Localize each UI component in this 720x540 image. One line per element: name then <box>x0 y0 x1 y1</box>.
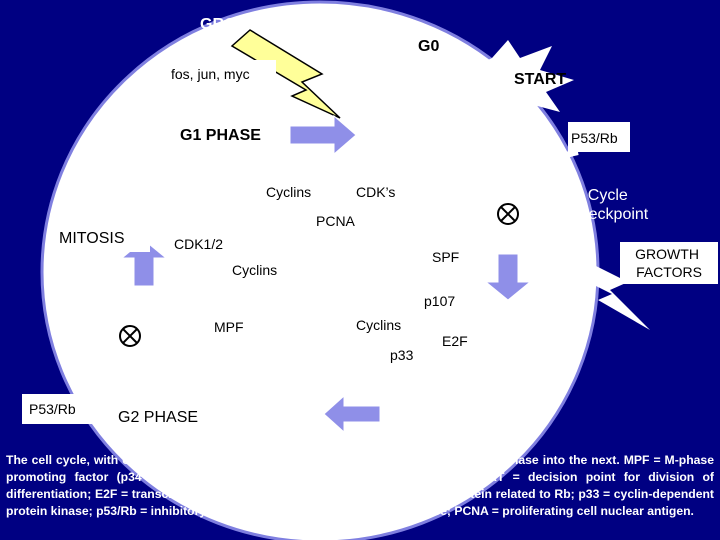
pcna-label: PCNA <box>316 213 356 229</box>
lightning-bolt-icon <box>544 246 650 330</box>
cdk12-label: CDK1/2 <box>174 236 223 252</box>
cyclins-label: Cyclins <box>266 184 311 200</box>
start-label: START <box>514 71 566 88</box>
block-arrow-icon <box>289 114 357 156</box>
s-phase-label: S PHASE <box>470 392 539 409</box>
cyclins-mid-label: Cyclins <box>232 262 277 278</box>
burst-star-icon <box>448 40 574 124</box>
curved-arrow-icon <box>514 149 579 205</box>
p53rb-top-box <box>568 122 630 152</box>
g0-label: G0 <box>418 38 439 55</box>
spf-label: SPF <box>432 249 459 265</box>
e2f-label: E2F <box>442 333 468 349</box>
block-arrow-icon <box>323 394 381 434</box>
growth-factors-right-box <box>620 242 718 284</box>
fos-jun-myc-box <box>162 60 276 86</box>
curved-arrow-icon <box>79 335 136 382</box>
g2-phase-label: G2 PHASE <box>118 409 198 426</box>
p53rb-bottom-box <box>22 394 94 424</box>
curved-arrow-icon <box>381 58 463 131</box>
p107-label: p107 <box>424 293 455 309</box>
growth-factors-top-label: GROWTH FACTORS <box>200 16 354 33</box>
p53rb-top-label: P53/Rb <box>571 130 618 146</box>
checkpoint-x-icon <box>119 325 141 347</box>
cycle-checkpoint-label: Cycle checkpoint <box>572 187 649 223</box>
lightning-bolt-icon <box>230 29 341 119</box>
cdks-label: CDK’s <box>356 184 395 200</box>
p33-label: p33 <box>390 347 414 363</box>
g1-phase-label: G1 PHASE <box>180 127 261 144</box>
block-arrow-icon <box>484 253 532 301</box>
growth-factors-right-label: GROWTH FACTORS <box>635 246 703 280</box>
p53rb-bottom-label: P53/Rb <box>29 401 76 417</box>
fos-jun-myc-label: fos, jun, myc <box>171 66 250 82</box>
mitosis-label: MITOSIS <box>59 230 125 247</box>
mitosis-box <box>50 222 150 252</box>
cyclins-lower-label: Cyclins <box>356 317 401 333</box>
checkpoint-x-icon <box>497 203 519 225</box>
figure-caption: The cell cycle, with controlling factors… <box>6 453 714 518</box>
mpf-label: MPF <box>214 319 244 335</box>
